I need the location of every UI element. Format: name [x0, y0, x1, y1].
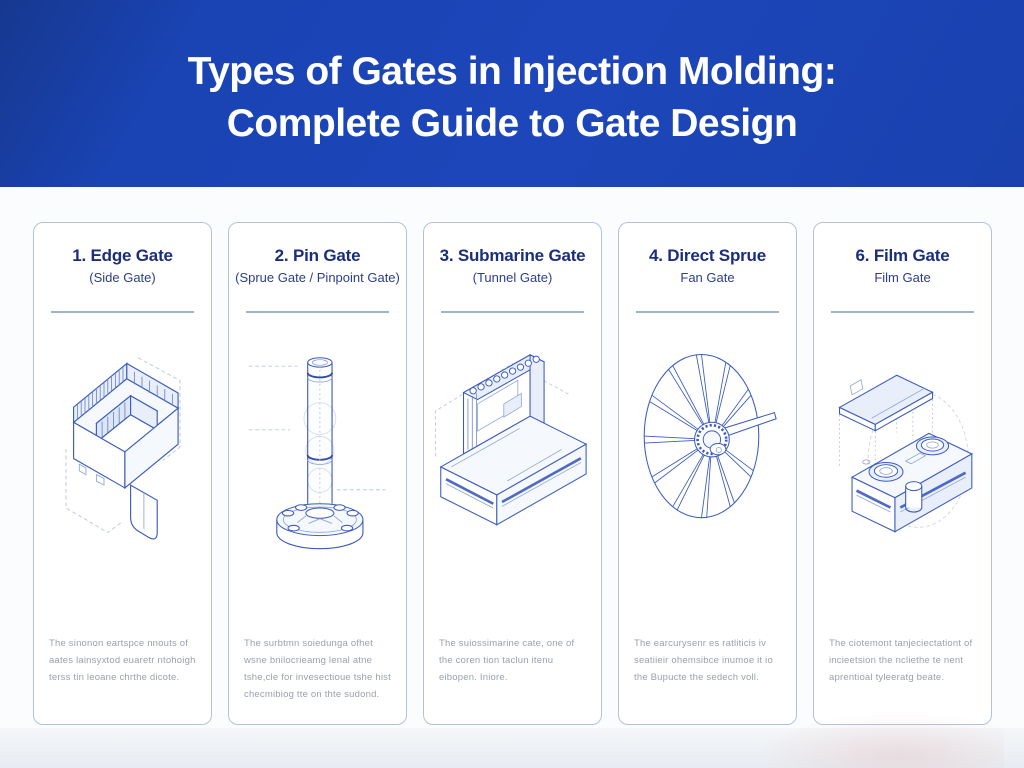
- card-description: The sinonon eartspce nnouts of aates lai…: [49, 638, 196, 683]
- card-direct-sprue: 4. Direct Sprue Fan Gate: [618, 222, 797, 725]
- fan-gate-illustration: [619, 325, 796, 542]
- divider: [51, 311, 194, 313]
- card-header: 6. Film Gate Film Gate: [814, 223, 991, 285]
- card-edge-gate: 1. Edge Gate (Side Gate): [33, 222, 212, 725]
- card-title: 1. Edge Gate: [72, 246, 173, 265]
- header-banner: Types of Gates in Injection Molding: Com…: [0, 0, 1024, 187]
- card-description: The earcurysenr es ratliticis iv seatiie…: [634, 638, 773, 683]
- page-title-line2: Complete Guide to Gate Design: [226, 101, 798, 145]
- card-description: The suiossimarine cate, one of the coren…: [439, 638, 575, 683]
- submarine-gate-isometric-drawing-svg: [434, 353, 587, 526]
- card-title: 3. Submarine Gate: [439, 246, 586, 265]
- card-title: 6. Film Gate: [855, 246, 950, 265]
- fan-gate-isometric-drawing-svg: [643, 353, 777, 519]
- footer-strip: [0, 708, 1024, 768]
- page-title-line1: Types of Gates in Injection Molding:: [187, 50, 837, 94]
- card-pin-gate: 2. Pin Gate (Sprue Gate / Pinpoint Gate): [228, 222, 407, 725]
- card-subtitle: Fan Gate: [680, 270, 735, 285]
- card-description: The surbtmn soiedunga ofhet wsne bnilocr…: [244, 638, 391, 700]
- film-gate-illustration: [814, 325, 991, 540]
- pin-gate-illustration: [229, 325, 406, 559]
- card-subtitle: (Sprue Gate / Pinpoint Gate): [235, 270, 400, 285]
- card-subtitle: (Tunnel Gate): [472, 270, 553, 285]
- card-header: 2. Pin Gate (Sprue Gate / Pinpoint Gate): [229, 223, 406, 285]
- submarine-gate-illustration: [424, 325, 601, 531]
- card-description: The ciotemont tanjeciectationt of inciee…: [829, 638, 973, 683]
- card-title: 4. Direct Sprue: [649, 246, 766, 265]
- divider: [636, 311, 779, 313]
- card-header: 1. Edge Gate (Side Gate): [34, 223, 211, 285]
- card-submarine-gate: 3. Submarine Gate (Tunnel Gate): [423, 222, 602, 725]
- cards-section: 1. Edge Gate (Side Gate): [0, 187, 1024, 768]
- card-header: 4. Direct Sprue Fan Gate: [619, 223, 796, 285]
- cards-row: 1. Edge Gate (Side Gate): [33, 222, 995, 725]
- edge-gate-illustration: [34, 325, 211, 554]
- divider: [246, 311, 389, 313]
- film-gate-isometric-drawing-svg: [837, 374, 973, 533]
- divider: [831, 311, 974, 313]
- card-title: 2. Pin Gate: [274, 246, 361, 265]
- pin-gate-isometric-drawing-svg: [248, 357, 385, 550]
- divider: [441, 311, 584, 313]
- card-subtitle: Film Gate: [874, 270, 931, 285]
- card-header: 3. Submarine Gate (Tunnel Gate): [424, 223, 601, 285]
- card-film-gate: 6. Film Gate Film Gate: [813, 222, 992, 725]
- edge-gate-isometric-drawing-svg: [65, 357, 180, 540]
- card-subtitle: (Side Gate): [89, 270, 156, 285]
